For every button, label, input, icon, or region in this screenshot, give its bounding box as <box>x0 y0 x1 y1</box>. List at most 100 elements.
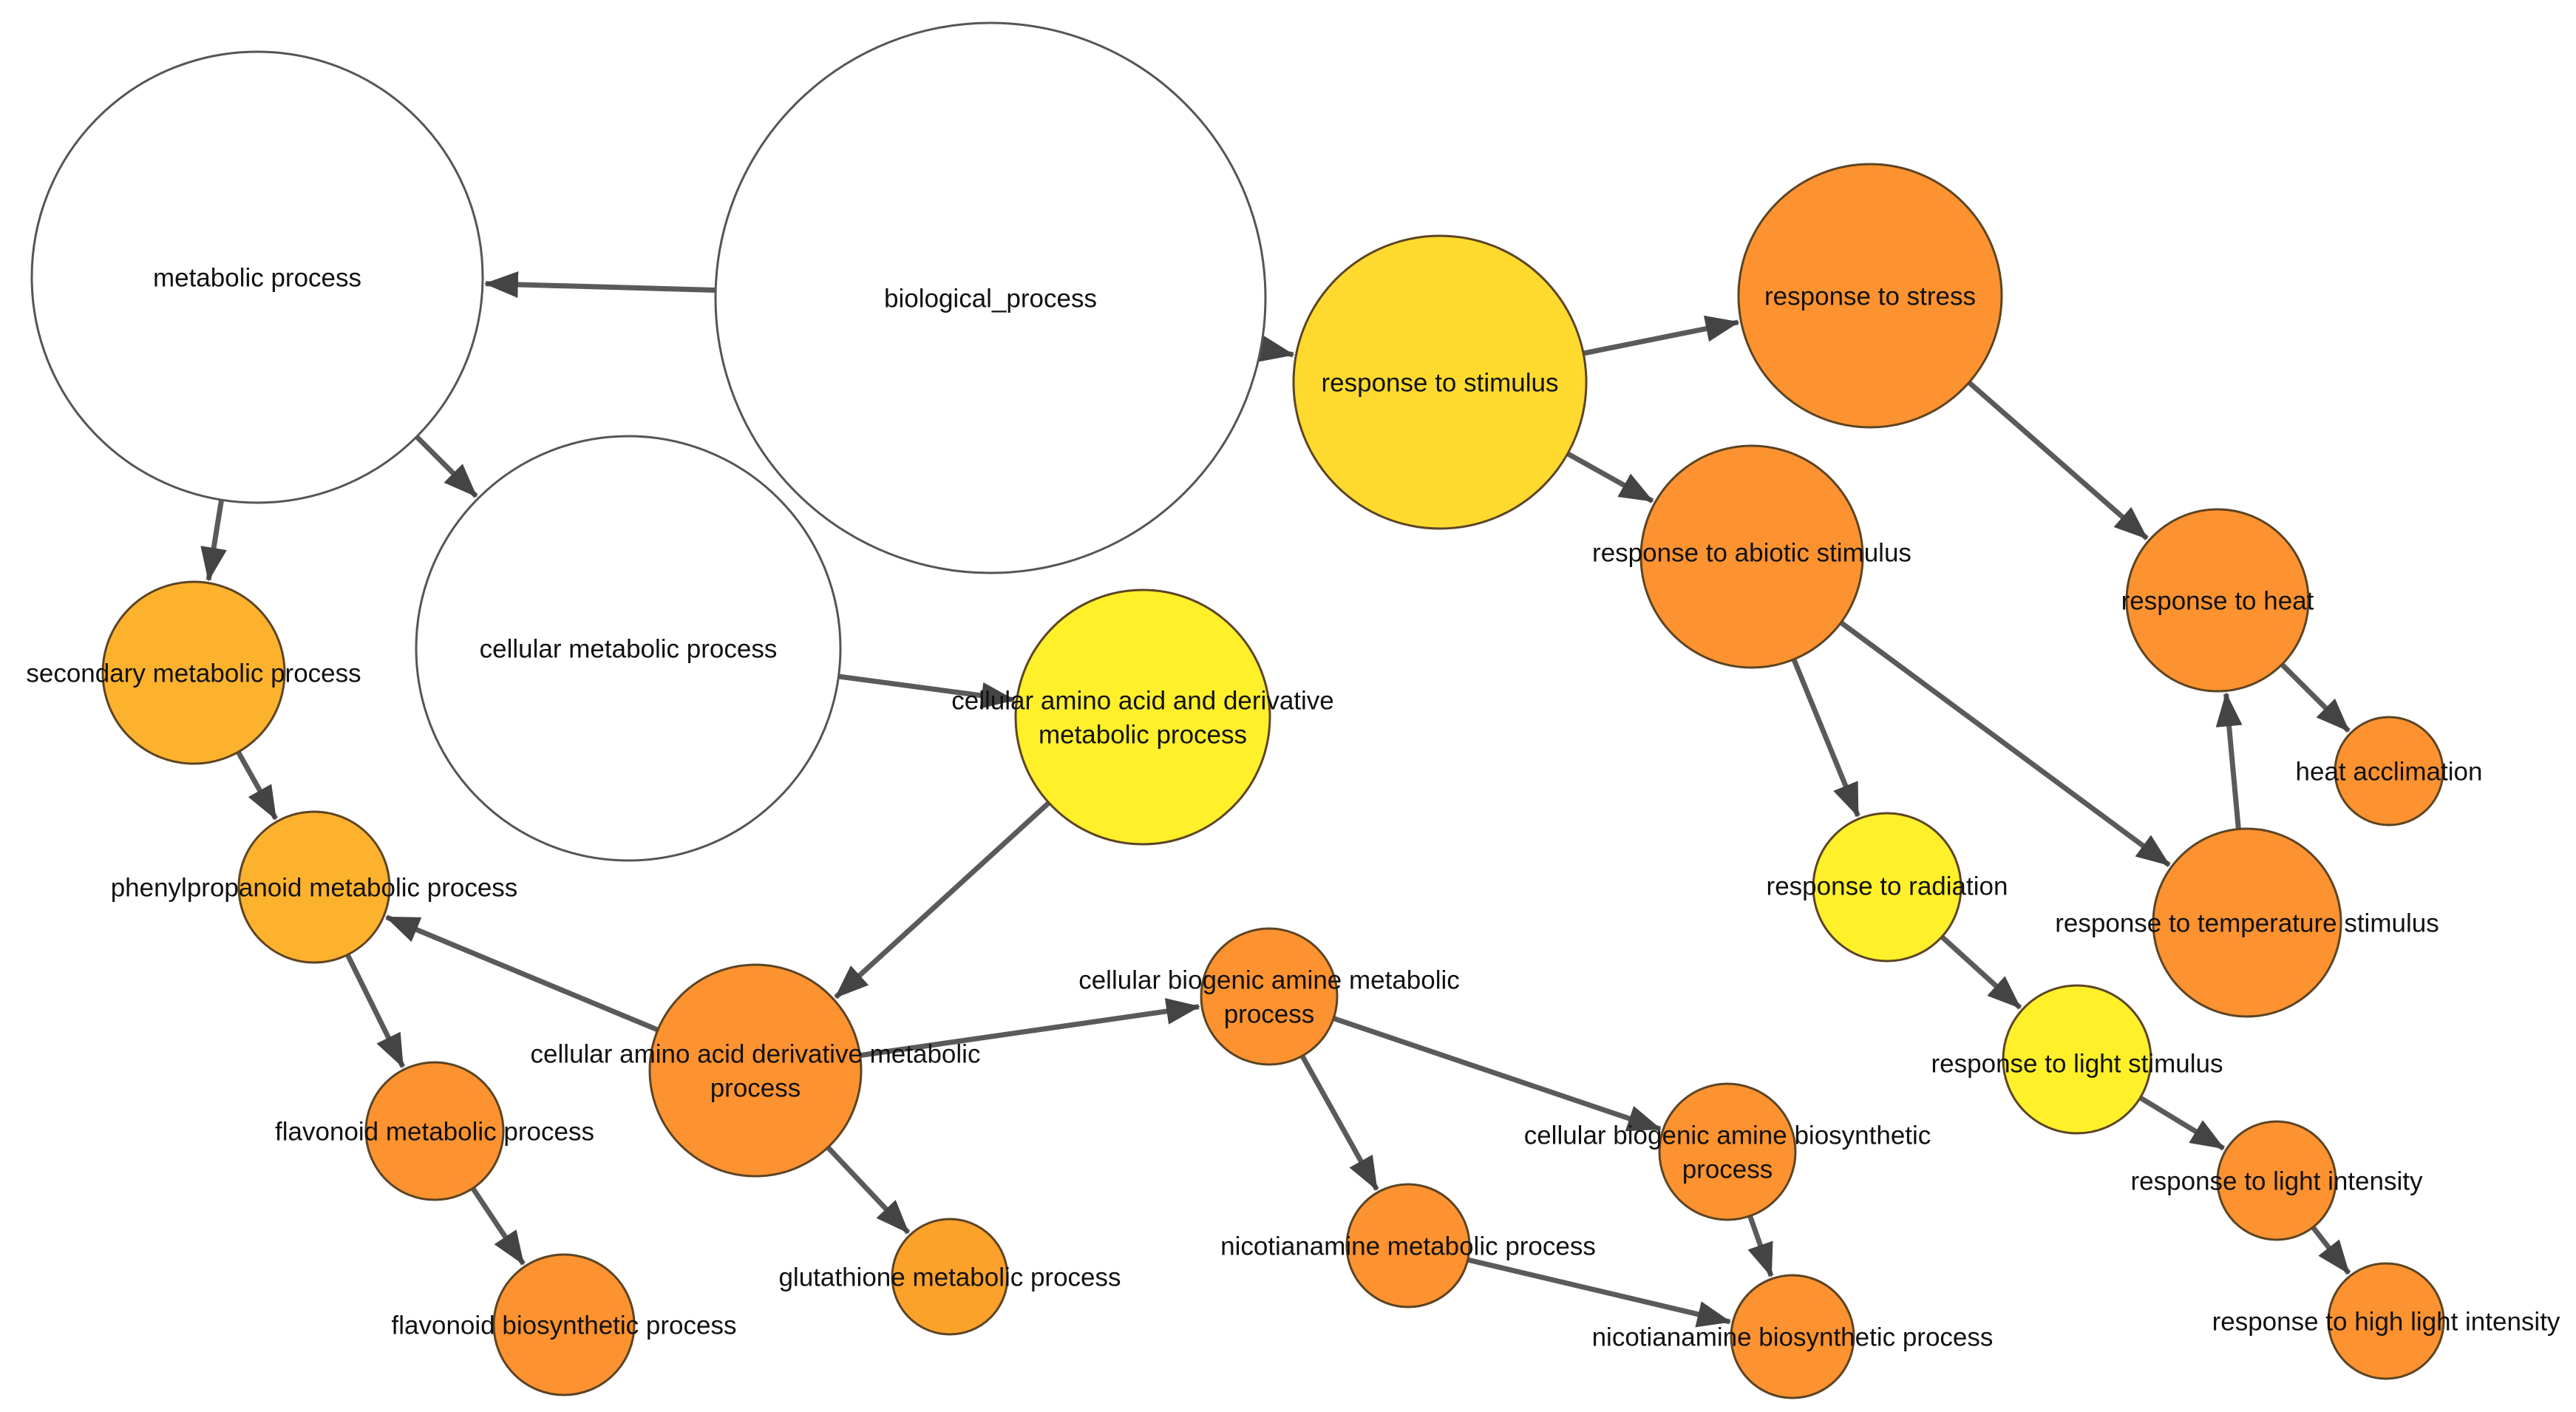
node-label-biogenic_bio: cellular biogenic amine biosynthetic <box>1524 1121 1931 1150</box>
node-response_radiation[interactable]: response to radiation <box>1767 812 2008 963</box>
node-label-response_stress: response to stress <box>1764 282 1976 310</box>
edge-response_temperature-to-response_heat <box>2215 692 2243 829</box>
node-circle-response_stress[interactable] <box>1737 163 2003 429</box>
node-circle-nicotianamine_bio[interactable] <box>1730 1274 1855 1399</box>
node-label-glutathione: glutathione metabolic process <box>778 1263 1121 1291</box>
node-label-amino_deriv_meta: cellular amino acid and derivative <box>951 686 1334 715</box>
node-response_light[interactable]: response to light stimulus <box>1931 984 2223 1135</box>
edges <box>200 271 2351 1328</box>
node-label-response_radiation: response to radiation <box>1767 872 2008 900</box>
node-circle-phenylpropanoid[interactable] <box>237 810 391 964</box>
edge-response_heat-to-heat_acclimation <box>2280 662 2351 733</box>
node-label-nicotianamine_bio: nicotianamine biosynthetic process <box>1592 1323 1994 1351</box>
node-circle-response_temperature[interactable] <box>2152 827 2342 1018</box>
node-label-amino_deriv_meta: metabolic process <box>1039 720 1247 749</box>
node-label-response_temperature: response to temperature stimulus <box>2055 909 2439 937</box>
edge-metabolic-to-cellular_metabolic <box>415 435 478 498</box>
node-label-biogenic_bio: process <box>1682 1155 1773 1184</box>
node-label-biogenic_meta: process <box>1224 999 1315 1028</box>
node-label-light_intensity: response to light intensity <box>2131 1167 2423 1195</box>
edge-amine_derivative-to-biogenic_meta <box>860 998 1200 1059</box>
edge-response_abiotic-to-response_radiation <box>1791 658 1860 818</box>
node-circle-response_abiotic[interactable] <box>1639 444 1864 669</box>
edge-phenylpropanoid-to-flavonoid_meta <box>345 953 406 1068</box>
node-label-response_abiotic: response to abiotic stimulus <box>1592 538 1911 567</box>
node-label-phenylpropanoid: phenylpropanoid metabolic process <box>111 873 518 902</box>
node-label-amine_derivative: cellular amino acid derivative metabolic <box>531 1039 981 1068</box>
node-biological[interactable]: biological_process <box>714 21 1267 574</box>
edge-response_stimulus-to-response_abiotic <box>1566 451 1654 503</box>
node-nicotianamine_meta[interactable]: nicotianamine metabolic process <box>1220 1183 1596 1309</box>
node-label-heat_acclimation: heat acclimation <box>2296 757 2483 786</box>
node-phenylpropanoid[interactable]: phenylpropanoid metabolic process <box>111 810 518 964</box>
node-label-flavonoid_bio: flavonoid biosynthetic process <box>392 1311 737 1340</box>
edge-biogenic_meta-to-biogenic_bio <box>1333 1016 1662 1132</box>
node-label-biological: biological_process <box>884 284 1097 313</box>
node-response_temperature[interactable]: response to temperature stimulus <box>2055 827 2439 1018</box>
node-response_heat[interactable]: response to heat <box>2121 508 2314 693</box>
node-biogenic_bio[interactable]: cellular biogenic amine biosynthetic proc… <box>1524 1082 1931 1221</box>
node-amino_deriv_meta[interactable]: cellular amino acid and derivative metabo… <box>951 588 1334 846</box>
node-cellular_metabolic[interactable]: cellular metabolic process <box>415 435 842 862</box>
node-label-response_light: response to light stimulus <box>1931 1049 2223 1078</box>
node-heat_acclimation[interactable]: heat acclimation <box>2296 716 2483 827</box>
node-circle-response_stimulus[interactable] <box>1292 234 1588 530</box>
edge-response_abiotic-to-response_temperature <box>1839 620 2171 867</box>
node-label-biogenic_meta: cellular biogenic amine metabolic <box>1078 965 1460 994</box>
node-circle-metabolic[interactable] <box>30 50 484 504</box>
node-label-response_stimulus: response to stimulus <box>1322 368 1559 397</box>
node-circle-response_heat[interactable] <box>2125 508 2310 693</box>
node-biogenic_meta[interactable]: cellular biogenic amine metabolic process <box>1078 927 1460 1066</box>
node-secondary[interactable]: secondary metabolic process <box>26 580 361 765</box>
node-metabolic[interactable]: metabolic process <box>30 50 484 504</box>
edge-amino_deriv_meta-to-amine_derivative <box>834 801 1051 999</box>
node-response_stress[interactable]: response to stress <box>1737 163 2003 429</box>
node-circle-flavonoid_bio[interactable] <box>492 1253 636 1396</box>
node-nicotianamine_bio[interactable]: nicotianamine biosynthetic process <box>1592 1274 1994 1399</box>
node-circle-nicotianamine_meta[interactable] <box>1345 1183 1471 1309</box>
edge-response_stimulus-to-response_stress <box>1583 315 1740 356</box>
node-flavonoid_meta[interactable]: flavonoid metabolic process <box>275 1061 594 1201</box>
node-circle-response_light[interactable] <box>2002 984 2152 1135</box>
node-circle-high_light[interactable] <box>2327 1262 2445 1380</box>
node-amine_derivative[interactable]: cellular amino acid derivative metabolic… <box>531 963 981 1178</box>
edge-response_light-to-light_intensity <box>2138 1095 2226 1151</box>
node-high_light[interactable]: response to high light intensity <box>2212 1262 2560 1380</box>
edge-metabolic-to-secondary <box>200 499 227 582</box>
edge-biological-to-metabolic <box>483 271 716 298</box>
edge-flavonoid_meta-to-flavonoid_bio <box>470 1187 526 1266</box>
node-response_abiotic[interactable]: response to abiotic stimulus <box>1592 444 1911 669</box>
edge-biogenic_meta-to-nicotianamine_meta <box>1299 1054 1379 1191</box>
edge-response_radiation-to-response_light <box>1940 934 2022 1010</box>
node-circle-flavonoid_meta[interactable] <box>364 1061 505 1201</box>
node-label-amine_derivative: process <box>710 1073 801 1102</box>
node-label-nicotianamine_meta: nicotianamine metabolic process <box>1220 1232 1596 1260</box>
node-circle-secondary[interactable] <box>101 580 286 765</box>
edge-amine_derivative-to-phenylpropanoid <box>385 914 659 1033</box>
edge-cellular_metabolic-to-amino_deriv_meta <box>838 673 1016 709</box>
node-circle-biogenic_bio[interactable] <box>1658 1082 1797 1221</box>
nodes: metabolic process biological_processcellu… <box>26 21 2560 1399</box>
edge-amine_derivative-to-glutathione <box>826 1145 911 1235</box>
node-circle-heat_acclimation[interactable] <box>2334 716 2444 827</box>
node-glutathione[interactable]: glutathione metabolic process <box>778 1218 1121 1336</box>
node-circle-light_intensity[interactable] <box>2216 1120 2337 1241</box>
node-label-cellular_metabolic: cellular metabolic process <box>480 634 778 663</box>
node-circle-glutathione[interactable] <box>891 1218 1009 1336</box>
edge-biological-to-response_stimulus <box>1258 335 1295 362</box>
node-circle-amino_deriv_meta[interactable] <box>1014 588 1271 846</box>
node-circle-biogenic_meta[interactable] <box>1200 927 1339 1066</box>
node-circle-biological[interactable] <box>714 21 1267 574</box>
node-circle-amine_derivative[interactable] <box>648 963 863 1178</box>
node-label-high_light: response to high light intensity <box>2212 1307 2560 1336</box>
edge-light_intensity-to-high_light <box>2311 1225 2351 1275</box>
node-light_intensity[interactable]: response to light intensity <box>2131 1120 2423 1241</box>
node-circle-cellular_metabolic[interactable] <box>415 435 842 862</box>
node-label-flavonoid_meta: flavonoid metabolic process <box>275 1117 594 1146</box>
node-flavonoid_bio[interactable]: flavonoid biosynthetic process <box>392 1253 737 1396</box>
node-response_stimulus[interactable]: response to stimulus <box>1292 234 1588 530</box>
node-circle-response_radiation[interactable] <box>1812 812 1962 963</box>
edge-nicotianamine_meta-to-nicotianamine_bio <box>1467 1257 1732 1328</box>
node-label-secondary: secondary metabolic process <box>26 659 361 688</box>
